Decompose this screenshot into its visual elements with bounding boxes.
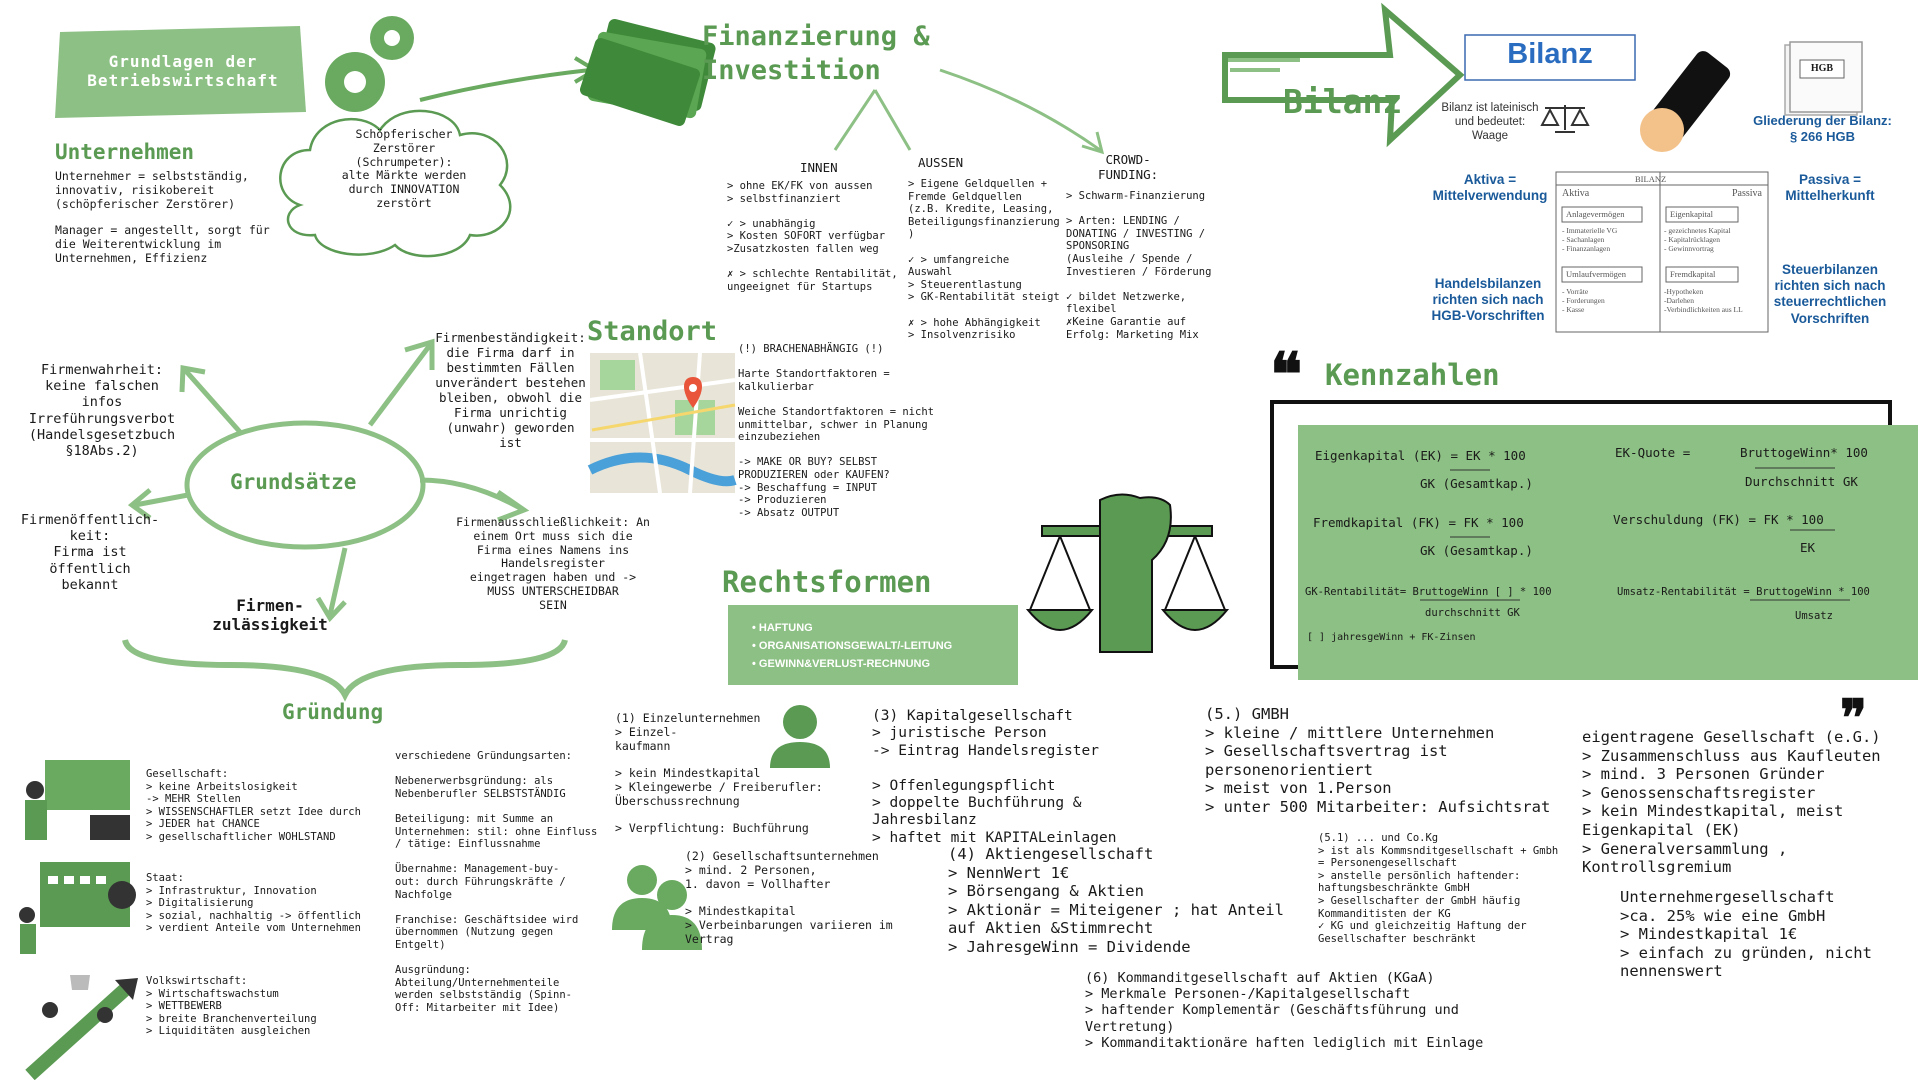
bilanz-table-passiva: Passiva [1732, 188, 1762, 199]
kennzahlen-title: Kennzahlen [1325, 358, 1500, 392]
handelsbilanz-label: Handelsbilanzen richten sich nach HGB-Vo… [1431, 276, 1545, 324]
hgb-book-icon [1784, 41, 1863, 116]
kz-umsatz: Umsatz-Rentabilität = BruttogeWinn * 100 [1617, 586, 1870, 598]
aktiva-label: Aktiva = Mittelverwendung [1432, 172, 1548, 204]
bilanz-arrow-shape [1222, 2, 1465, 148]
aussen-title: AUSSEN [918, 155, 964, 170]
map-image [587, 352, 737, 494]
grundsaetze-arrows [127, 338, 530, 623]
scale-small-icon [1540, 105, 1590, 133]
gruendung-title: Gründung [282, 700, 384, 724]
title-banner-shape [55, 26, 306, 118]
form-ag: (4) Aktiengesellschaft > NennWert 1€ > B… [948, 845, 1284, 956]
kz-gkr-den: durchschnitt GK [1425, 607, 1520, 619]
gruendung-volkswirtschaft: Volkswirtschaft: > Wirtschaftswachstum >… [146, 975, 317, 1038]
calendar-money-illustration [19, 862, 136, 954]
bilanz-table-anlage: Anlagevermögen [1566, 209, 1625, 219]
quote-close-icon: ❞ [1840, 688, 1867, 747]
kz-fk-den: GK (Gesamtkap.) [1420, 543, 1533, 558]
form-kgaa: (6) Kommanditgesellschaft auf Aktien (KG… [1085, 970, 1484, 1051]
passiva-label: Passiva = Mittelherkunft [1785, 172, 1875, 204]
gliederung-label: Gliederung der Bilanz: § 266 HGB [1753, 113, 1892, 144]
bilanz-table-eigen-items: - gezeichnetes Kapital - Kapitalrücklage… [1664, 226, 1731, 253]
wahrheit-text: Firmenwahrheit: keine falschen infos Irr… [28, 362, 176, 459]
kz-fk: Fremdkapital (FK) = FK * 100 [1313, 515, 1524, 530]
bilanz-table-umlauf: Umlaufvermögen [1566, 269, 1626, 279]
form-gmbh: (5.) GMBH > kleine / mittlere Unternehme… [1205, 705, 1551, 816]
oeffentlichkeit-text: Firmenöffentlich- keit: Firma ist öffent… [20, 512, 160, 593]
bilanz-table-shape [1555, 171, 1769, 333]
kz-ek-den: GK (Gesamtkap.) [1420, 476, 1533, 491]
bilanz-table-umlauf-items: - Vorräte - Forderungen - Kasse [1562, 287, 1605, 314]
standort-text: (!) BRACHENABHÄNGIG (!) Harte Standortfa… [738, 343, 934, 519]
hgb-book-label: HGB [1810, 63, 1834, 74]
bilanz-arrow-label: Bilanz [1283, 82, 1403, 121]
cloud-shape [279, 109, 512, 258]
bestaendigkeit-text: Firmenbeständigkeit: die Firma darf in b… [435, 330, 586, 450]
group-icon [612, 865, 702, 950]
growth-trophy-illustration [25, 975, 138, 1080]
banner-title: Grundlagen der Betriebswirtschaft [87, 52, 279, 91]
bilanz-table-eigen: Eigenkapital [1670, 209, 1713, 219]
finanzierung-title: Finanzierung & Investition [702, 21, 930, 86]
bilanz-title-box [1464, 34, 1636, 81]
quote-open-icon: ❝ [1270, 340, 1302, 410]
unternehmen-title: Unternehmen [55, 140, 195, 164]
kz-umsatz-den: Umsatz [1795, 610, 1833, 622]
gruendung-gesellschaft: Gesellschaft: > keine Arbeitslosigkeit -… [146, 768, 361, 843]
bilanz-latin: Bilanz ist lateinisch und bedeutet: Waag… [1441, 102, 1539, 142]
standort-title: Standort [587, 316, 718, 347]
cloud-text: Schöpferischer Zerstörer (Schrumpeter): … [341, 127, 467, 210]
person-icon [770, 705, 830, 768]
form-einzel: (1) Einzelunternehmen > Einzel- kaufmann… [615, 711, 823, 836]
bilanz-table-fremd: Fremdkapital [1670, 269, 1716, 279]
bilanz-table-aktiva: Aktiva [1562, 188, 1590, 199]
rechtsformen-box [728, 605, 1018, 685]
unternehmen-text: Unternehmer = selbstständig, innovativ, … [55, 169, 249, 211]
kz-ekq-den: Durchschnitt GK [1745, 474, 1858, 489]
rechtsformen-item-1: • ORGANISATIONSGEWALT/-LEITUNG [752, 640, 953, 652]
steuerbilanz-label: Steuerbilanzen richten sich nach steuerr… [1773, 262, 1887, 326]
rechtsformen-title: Rechtsformen [722, 565, 932, 599]
money-stack-icon [579, 19, 716, 126]
manager-text: Manager = angestellt, sorgt für die Weit… [55, 223, 270, 265]
innen-title: INNEN [800, 160, 838, 175]
ausschliess-text: Firmenausschließlichkeit: An einem Ort m… [456, 515, 650, 612]
gruendung-brace [122, 638, 568, 702]
bilanz-box-title: Bilanz [1507, 38, 1593, 70]
kz-ekq: EK-Quote = [1615, 445, 1691, 460]
hand-pen-icon [1640, 51, 1731, 152]
kz-ek: Eigenkapital (EK) = EK * 100 [1315, 448, 1526, 463]
form-kapital: (3) Kapitalgesellschaft > juristische Pe… [872, 708, 1117, 846]
gruendung-arten: verschiedene Gründungsarten: Nebenerwerb… [395, 750, 598, 1014]
form-ug: Unternehmergesellschaft >ca. 25% wie ein… [1620, 888, 1872, 981]
bilanz-table-anlage-items: - Immaterielle VG - Sachanlagen - Finanz… [1562, 226, 1618, 253]
justice-scale-icon [1025, 493, 1230, 653]
form-gesell: (2) Gesellschaftsunternehmen > mind. 2 P… [685, 849, 893, 946]
grundsaetze-title: Grundsätze [230, 470, 357, 494]
form-cokg: (5.1) ... und Co.Kg > ist als Kommsnditg… [1318, 832, 1559, 945]
zulaessigkeit-text: Firmen- zulässigkeit [212, 596, 328, 635]
bilanz-table-header: BILANZ [1635, 174, 1667, 184]
kz-versch-den: EK [1800, 540, 1816, 555]
gear-icon [325, 16, 414, 112]
grundsaetze-ellipse [184, 420, 426, 550]
kz-note: [ ] jahresgeWinn + FK-Zinsen [1307, 632, 1476, 643]
rechtsformen-item-0: • HAFTUNG [752, 622, 813, 634]
meeting-illustration [25, 760, 130, 840]
innen-text: > ohne EK/FK von aussen > selbstfinanzie… [727, 180, 898, 293]
gruendung-staat: Staat: > Infrastruktur, Innovation > Dig… [146, 872, 361, 935]
kz-versch: Verschuldung (FK) = FK * 100 [1613, 512, 1824, 527]
kz-gkr: GK-Rentabilität= BruttogeWinn [ ] * 100 [1305, 586, 1552, 598]
crowd-title: CROWD- FUNDING: [1098, 152, 1159, 182]
crowd-text: > Schwarm-Finanzierung > Arten: LENDING … [1066, 190, 1212, 341]
form-eg: eigentragene Gesellschaft (e.G.) > Zusam… [1582, 728, 1881, 877]
kz-ekq-num: BruttogeWinn* 100 [1740, 445, 1868, 460]
location-pin-icon [684, 377, 702, 408]
aussen-text: > Eigene Geldquellen + Fremde Geldquelle… [908, 178, 1060, 342]
rechtsformen-item-2: • GEWINN&VERLUST-RECHNUNG [752, 658, 931, 670]
bilanz-table-fremd-items: -Hypotheken -Darlehen -Verbindlichkeiten… [1664, 287, 1743, 314]
